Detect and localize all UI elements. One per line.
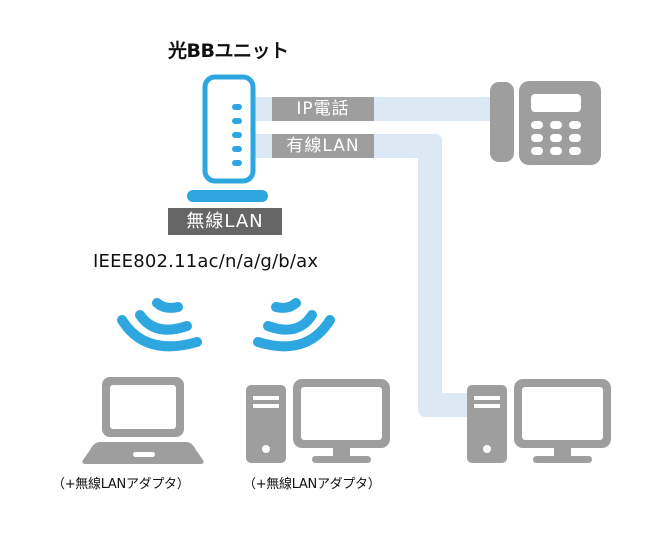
wifi-signal-icon xyxy=(253,298,335,352)
wired-lan-label: 有線LAN xyxy=(272,134,374,158)
router-title: 光BBユニット xyxy=(168,40,289,62)
laptop-caption: （+無線LANアダプタ） xyxy=(52,477,190,492)
wireless-lan-label: 無線LAN xyxy=(168,208,282,235)
wireless-standard: IEEE802.11ac/n/a/g/b/ax xyxy=(93,251,319,272)
desktop-pc-icon xyxy=(467,379,611,463)
ip-phone-label: IP電話 xyxy=(272,97,374,121)
desktop-pc-icon xyxy=(246,379,390,463)
ip-phone-icon xyxy=(490,81,601,165)
laptop-icon xyxy=(82,377,204,464)
wired-lan-cable xyxy=(255,134,470,417)
desktop-caption: （+無線LANアダプタ） xyxy=(243,477,381,492)
wifi-signal-icon xyxy=(117,298,202,352)
router-icon xyxy=(187,74,268,202)
